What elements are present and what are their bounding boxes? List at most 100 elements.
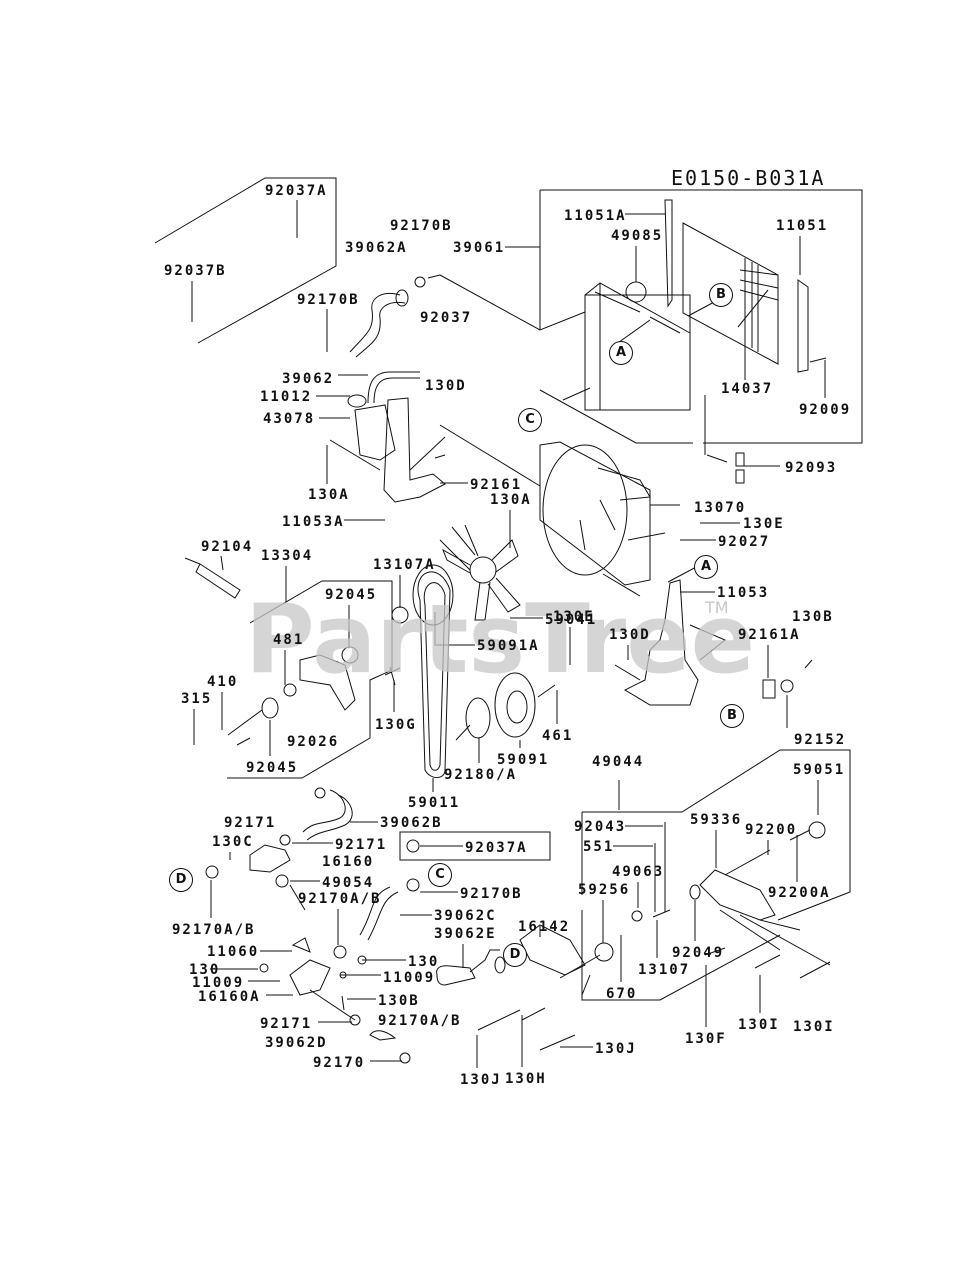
part-callout-130b[interactable]: 130B	[792, 609, 834, 625]
part-callout-59051[interactable]: 59051	[793, 762, 846, 778]
part-callout-92170b[interactable]: 92170B	[297, 292, 360, 308]
part-callout-11051[interactable]: 11051	[776, 218, 829, 234]
part-callout-16160a[interactable]: 16160A	[198, 989, 261, 1005]
part-callout-11053[interactable]: 11053	[717, 585, 770, 601]
part-callout-92093[interactable]: 92093	[785, 460, 838, 476]
part-callout-92171[interactable]: 92171	[224, 815, 277, 831]
part-callout-59041[interactable]: 59041	[545, 612, 598, 628]
part-callout-130i[interactable]: 130I	[793, 1019, 835, 1035]
part-callout-92161[interactable]: 92161	[470, 477, 523, 493]
part-callout-92170b[interactable]: 92170B	[390, 218, 453, 234]
part-callout-130c[interactable]: 130C	[212, 834, 254, 850]
part-callout-49085[interactable]: 49085	[611, 228, 664, 244]
part-callout-130i[interactable]: 130I	[738, 1017, 780, 1033]
part-callout-92009[interactable]: 92009	[799, 402, 852, 418]
part-callout-14037[interactable]: 14037	[721, 381, 774, 397]
part-callout-130e[interactable]: 130E	[743, 516, 785, 532]
part-callout-92104[interactable]: 92104	[201, 539, 254, 555]
part-callout-92037[interactable]: 92037	[420, 310, 473, 326]
part-callout-130h[interactable]: 130H	[505, 1071, 547, 1087]
air-guide-panel	[682, 222, 779, 365]
part-callout-11053a[interactable]: 11053A	[282, 514, 345, 530]
part-callout-551[interactable]: 551	[583, 839, 615, 855]
part-callout-130b[interactable]: 130B	[378, 993, 420, 1009]
reference-marker-d: D	[169, 868, 193, 892]
gear-59256	[594, 942, 614, 962]
part-callout-92170a-b[interactable]: 92170A/B	[298, 891, 382, 907]
part-callout-130g[interactable]: 130G	[375, 717, 417, 733]
part-callout-13107[interactable]: 13107	[638, 962, 691, 978]
part-callout-130a[interactable]: 130A	[490, 492, 532, 508]
part-callout-49044[interactable]: 49044	[592, 754, 645, 770]
part-callout-92200[interactable]: 92200	[745, 822, 798, 838]
part-callout-130f[interactable]: 130F	[685, 1031, 727, 1047]
part-callout-92049[interactable]: 92049	[672, 945, 725, 961]
part-callout-11012[interactable]: 11012	[260, 389, 313, 405]
part-callout-130[interactable]: 130	[408, 954, 440, 970]
part-callout-92170[interactable]: 92170	[313, 1055, 366, 1071]
part-callout-13070[interactable]: 13070	[694, 500, 747, 516]
part-callout-59091[interactable]: 59091	[497, 752, 550, 768]
part-callout-92026[interactable]: 92026	[287, 734, 340, 750]
part-callout-130d[interactable]: 130D	[425, 378, 467, 394]
part-callout-92043[interactable]: 92043	[574, 819, 627, 835]
part-callout-92200a[interactable]: 92200A	[768, 885, 831, 901]
part-callout-92152[interactable]: 92152	[794, 732, 847, 748]
part-callout-410[interactable]: 410	[207, 674, 239, 690]
fan-shroud	[539, 441, 651, 586]
part-callout-92180-a[interactable]: 92180/A	[444, 767, 518, 783]
cooling-fan	[439, 524, 521, 621]
part-callout-11009[interactable]: 11009	[192, 975, 245, 991]
part-callout-130[interactable]: 130	[189, 962, 221, 978]
part-callout-92045[interactable]: 92045	[325, 587, 378, 603]
part-callout-92170a-b[interactable]: 92170A/B	[172, 922, 256, 938]
reference-marker-b-2: B	[720, 704, 744, 728]
part-callout-130e[interactable]: 130E	[553, 609, 595, 625]
part-callout-39062[interactable]: 39062	[282, 371, 335, 387]
part-callout-13107a[interactable]: 13107A	[373, 557, 436, 573]
part-callout-315[interactable]: 315	[181, 691, 213, 707]
part-callout-92037a[interactable]: 92037A	[265, 183, 328, 199]
part-callout-39062c[interactable]: 39062C	[434, 908, 497, 924]
part-callout-92037a[interactable]: 92037A	[465, 840, 528, 856]
part-callout-130j[interactable]: 130J	[595, 1041, 637, 1057]
part-callout-11051a[interactable]: 11051A	[564, 208, 627, 224]
part-callout-39062b[interactable]: 39062B	[380, 815, 443, 831]
part-callout-59091a[interactable]: 59091A	[477, 638, 540, 654]
part-callout-43078[interactable]: 43078	[263, 411, 316, 427]
part-callout-39062d[interactable]: 39062D	[265, 1035, 328, 1051]
part-callout-39062e[interactable]: 39062E	[434, 926, 497, 942]
part-callout-92171[interactable]: 92171	[260, 1016, 313, 1032]
part-callout-11060[interactable]: 11060	[207, 944, 260, 960]
part-callout-49063[interactable]: 49063	[612, 864, 665, 880]
part-callout-13304[interactable]: 13304	[261, 548, 314, 564]
part-callout-130a[interactable]: 130A	[308, 487, 350, 503]
reference-marker-b: B	[709, 283, 733, 307]
part-callout-59336[interactable]: 59336	[690, 812, 743, 828]
part-callout-49054[interactable]: 49054	[322, 875, 375, 891]
part-callout-92027[interactable]: 92027	[718, 534, 771, 550]
part-callout-59256[interactable]: 59256	[578, 882, 631, 898]
part-callout-481[interactable]: 481	[273, 632, 305, 648]
part-callout-16160[interactable]: 16160	[322, 854, 375, 870]
part-callout-130j[interactable]: 130J	[460, 1072, 502, 1088]
watermark-trademark: TM	[705, 598, 729, 617]
part-callout-92170b[interactable]: 92170B	[460, 886, 523, 902]
part-callout-16142[interactable]: 16142	[518, 919, 571, 935]
part-callout-130d[interactable]: 130D	[609, 627, 651, 643]
part-callout-11009[interactable]: 11009	[383, 970, 436, 986]
part-callout-39061[interactable]: 39061	[453, 240, 506, 256]
leader-line	[220, 555, 224, 571]
part-callout-92037b[interactable]: 92037B	[164, 263, 227, 279]
part-callout-461[interactable]: 461	[542, 728, 574, 744]
sealant-tube	[184, 557, 241, 599]
part-callout-92170a-b[interactable]: 92170A/B	[378, 1013, 462, 1029]
part-callout-670[interactable]: 670	[606, 986, 638, 1002]
part-callout-92045[interactable]: 92045	[246, 760, 299, 776]
part-callout-92161a[interactable]: 92161A	[738, 627, 801, 643]
part-callout-39062a[interactable]: 39062A	[345, 240, 408, 256]
pulley-59091	[494, 672, 536, 738]
part-callout-59011[interactable]: 59011	[408, 795, 461, 811]
part-callout-92171[interactable]: 92171	[335, 837, 388, 853]
